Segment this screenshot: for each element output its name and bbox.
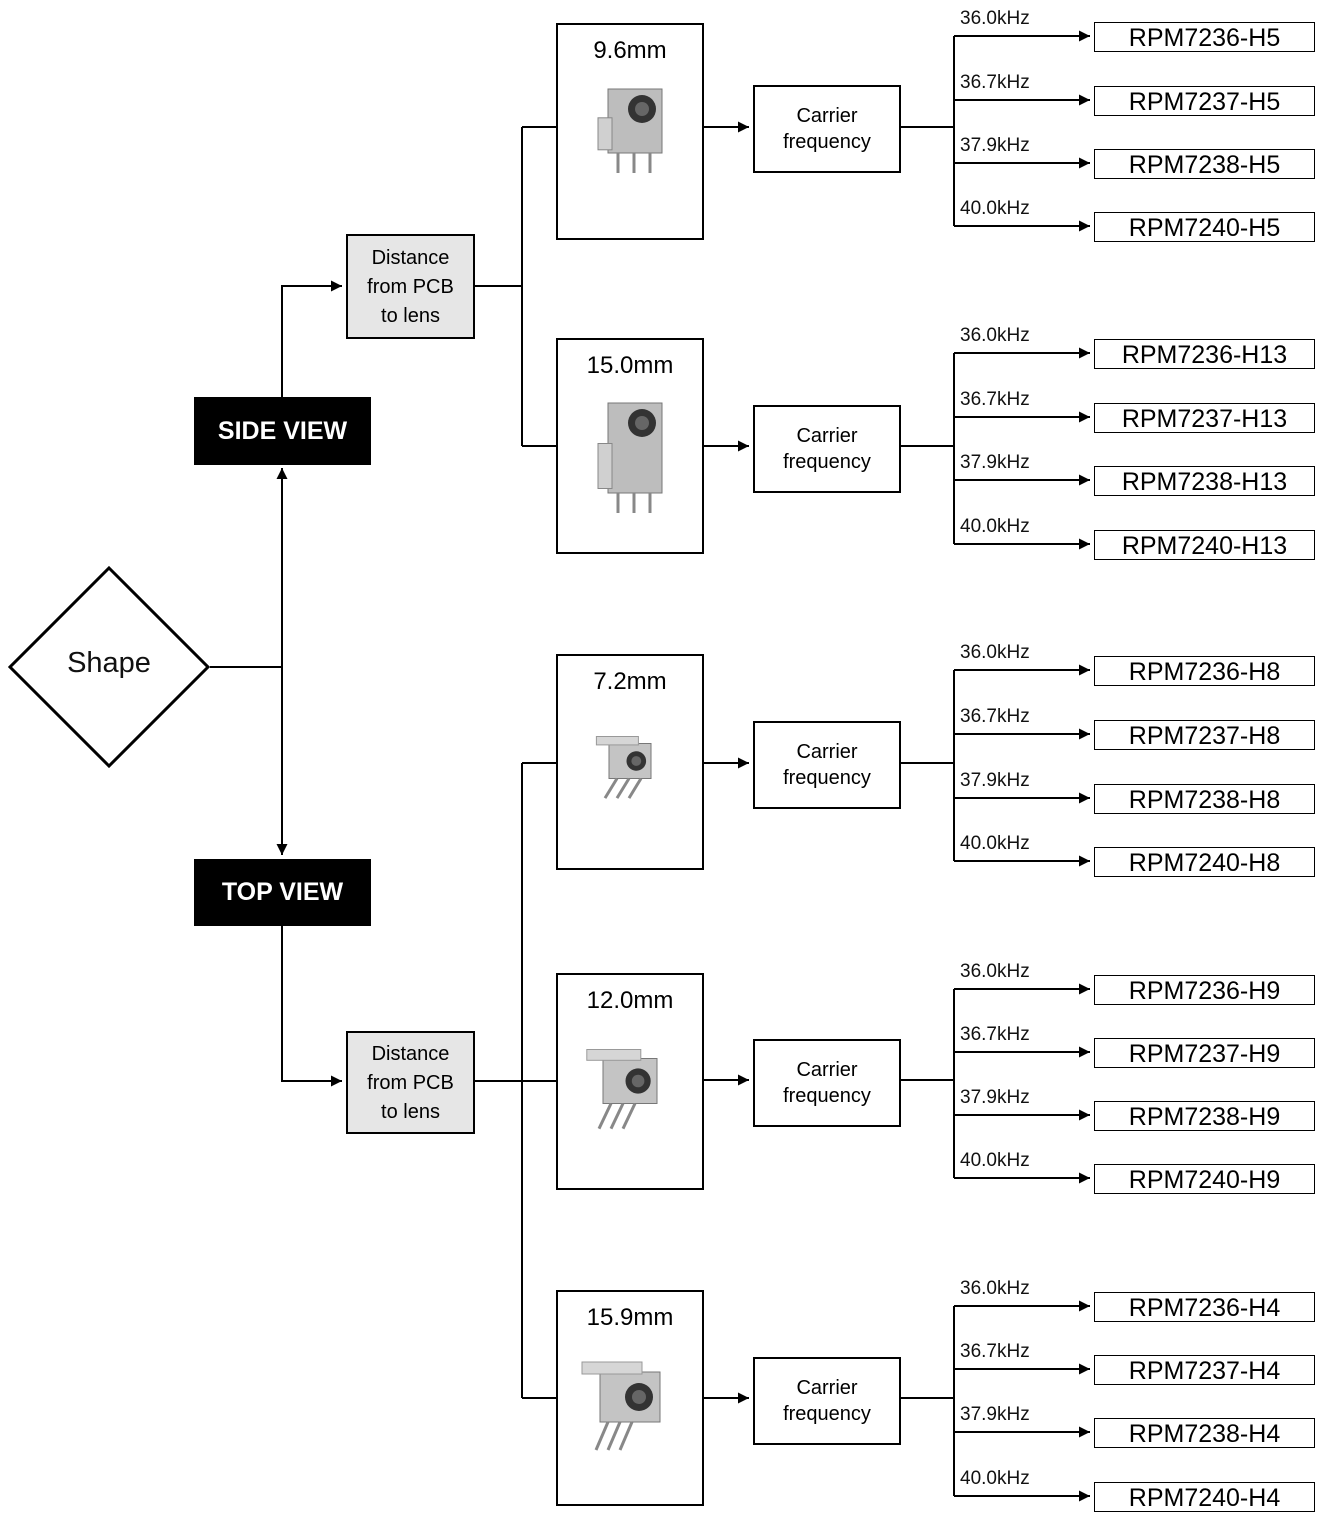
side-view-box: SIDE VIEW (194, 397, 371, 465)
carrier-frequency-label: 40.0kHz (960, 1150, 1030, 1171)
distance-value: 15.9mm (586, 1304, 674, 1331)
shape-diamond (8, 566, 210, 768)
sensor-photo-box: 15.9mm (556, 1290, 704, 1506)
part-number-box: RPM7240-H8 (1094, 847, 1315, 877)
carrier-frequency-label: 40.0kHz (960, 833, 1030, 854)
distance-value: 15.0mm (586, 352, 674, 379)
sensor-photo-box: 9.6mm (556, 23, 704, 240)
part-number-box: RPM7237-H4 (1094, 1355, 1315, 1385)
carrier-frequency-label: 36.7kHz (960, 706, 1030, 727)
sensor-photo-box: 15.0mm (556, 338, 704, 554)
sensor-top-medium-icon (556, 1021, 704, 1176)
carrier-frequency-label: 37.9kHz (960, 452, 1030, 473)
part-number-box: RPM7236-H9 (1094, 975, 1315, 1005)
carrier-frequency-label: 40.0kHz (960, 516, 1030, 537)
sensor-top-large-icon (556, 1337, 704, 1492)
carrier-frequency-label: 36.0kHz (960, 8, 1030, 29)
sensor-side-short-icon (556, 71, 704, 226)
part-number-box: RPM7240-H4 (1094, 1482, 1315, 1512)
carrier-frequency-label: 36.0kHz (960, 325, 1030, 346)
carrier-frequency-label: 37.9kHz (960, 770, 1030, 791)
carrier-frequency-label: 36.7kHz (960, 1341, 1030, 1362)
carrier-frequency-label: 36.7kHz (960, 1024, 1030, 1045)
top-view-to-distance-arrow (281, 926, 342, 1087)
part-number-box: RPM7237-H13 (1094, 403, 1315, 433)
part-number-box: RPM7236-H4 (1094, 1292, 1315, 1322)
carrier-frequency-label: 37.9kHz (960, 1404, 1030, 1425)
sensor-top-small-icon (556, 701, 704, 856)
part-number-box: RPM7237-H5 (1094, 86, 1315, 116)
carrier-frequency-label: 37.9kHz (960, 135, 1030, 156)
part-number-box: RPM7238-H9 (1094, 1101, 1315, 1131)
shape-label: Shape (67, 647, 151, 679)
distance-value: 7.2mm (593, 668, 667, 695)
carrier-frequency-label: 36.0kHz (960, 961, 1030, 982)
carrier-frequency-label: 37.9kHz (960, 1087, 1030, 1108)
part-number-box: RPM7238-H13 (1094, 466, 1315, 496)
part-number-box: RPM7240-H13 (1094, 530, 1315, 560)
part-number-box: RPM7236-H13 (1094, 339, 1315, 369)
carrier-frequency-label: 36.0kHz (960, 1278, 1030, 1299)
carrier-frequency-label: 36.7kHz (960, 389, 1030, 410)
carrier-frequency-label: 36.0kHz (960, 642, 1030, 663)
part-number-box: RPM7236-H5 (1094, 22, 1315, 52)
part-number-box: RPM7236-H8 (1094, 656, 1315, 686)
sensor-photo-box: 7.2mm (556, 654, 704, 870)
part-number-box: RPM7237-H9 (1094, 1038, 1315, 1068)
distance-value: 9.6mm (593, 37, 667, 64)
part-number-box: RPM7240-H5 (1094, 212, 1315, 242)
side-view-to-distance-arrow (281, 280, 342, 397)
part-number-box: RPM7238-H5 (1094, 149, 1315, 179)
distance-value: 12.0mm (586, 987, 674, 1014)
top-view-box: TOP VIEW (194, 859, 371, 926)
part-number-box: RPM7237-H8 (1094, 720, 1315, 750)
part-number-box: RPM7240-H9 (1094, 1164, 1315, 1194)
sensor-side-tall-icon (556, 385, 704, 540)
carrier-frequency-label: 36.7kHz (960, 72, 1030, 93)
part-number-box: RPM7238-H8 (1094, 784, 1315, 814)
carrier-frequency-label: 40.0kHz (960, 198, 1030, 219)
carrier-frequency-label: 40.0kHz (960, 1468, 1030, 1489)
part-number-box: RPM7238-H4 (1094, 1418, 1315, 1448)
sensor-photo-box: 12.0mm (556, 973, 704, 1190)
